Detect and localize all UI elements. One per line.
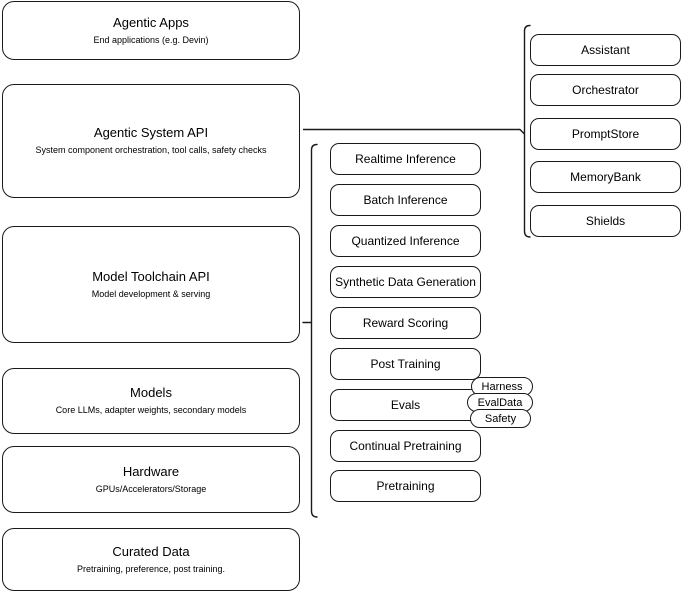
- toolchain-evals[interactable]: Evals: [330, 389, 481, 421]
- toolchain-reward-scoring[interactable]: Reward Scoring: [330, 307, 481, 339]
- toolchain-label: Batch Inference: [363, 193, 448, 207]
- layer-title: Curated Data: [112, 543, 190, 559]
- layer-title: Agentic Apps: [113, 14, 189, 30]
- toolchain-batch-inference[interactable]: Batch Inference: [330, 184, 481, 216]
- layer-hardware[interactable]: Hardware GPUs/Accelerators/Storage: [2, 446, 300, 513]
- toolchain-realtime-inference[interactable]: Realtime Inference: [330, 143, 481, 175]
- eval-pill-label: Harness: [481, 380, 523, 393]
- eval-pill-label: Safety: [484, 412, 517, 425]
- eval-pill-evaldata[interactable]: EvalData: [467, 393, 533, 412]
- toolchain-label: Continual Pretraining: [349, 439, 462, 453]
- layer-curated-data[interactable]: Curated Data Pretraining, preference, po…: [2, 528, 300, 591]
- toolchain-quantized-inference[interactable]: Quantized Inference: [330, 225, 481, 257]
- toolchain-continual-pretraining[interactable]: Continual Pretraining: [330, 430, 481, 462]
- eval-pill-safety[interactable]: Safety: [470, 409, 531, 428]
- toolchain-pretraining[interactable]: Pretraining: [330, 470, 481, 502]
- toolchain-synthetic-data-generation[interactable]: Synthetic Data Generation: [330, 266, 481, 298]
- agentic-label: PromptStore: [571, 127, 640, 141]
- agentic-assistant[interactable]: Assistant: [530, 34, 681, 66]
- agentic-orchestrator[interactable]: Orchestrator: [530, 74, 681, 106]
- layer-model-toolchain-api[interactable]: Model Toolchain API Model development & …: [2, 226, 300, 343]
- layer-title: Agentic System API: [93, 125, 209, 140]
- layer-title: Hardware: [122, 463, 180, 479]
- toolchain-label: Pretraining: [376, 479, 435, 493]
- agentic-memorybank[interactable]: MemoryBank: [530, 161, 681, 193]
- eval-pill-harness[interactable]: Harness: [471, 377, 533, 396]
- toolchain-label: Synthetic Data Generation: [335, 275, 476, 289]
- layer-title: Model Toolchain API: [92, 268, 210, 284]
- agentic-label: Shields: [585, 214, 626, 228]
- layer-subtitle: GPUs/Accelerators/Storage: [95, 483, 207, 494]
- agentic-shields[interactable]: Shields: [530, 205, 681, 237]
- toolchain-label: Evals: [390, 398, 421, 412]
- layer-agentic-system-api[interactable]: Agentic System API System component orch…: [2, 84, 300, 198]
- agentic-label: MemoryBank: [570, 170, 641, 184]
- agentic-label: Assistant: [581, 43, 630, 57]
- toolchain-label: Reward Scoring: [362, 316, 449, 330]
- layer-subtitle: System component orchestration, tool cal…: [35, 145, 267, 155]
- layer-agentic-apps[interactable]: Agentic Apps End applications (e.g. Devi…: [2, 1, 300, 60]
- layer-title: Models: [130, 385, 172, 400]
- layer-subtitle: End applications (e.g. Devin): [93, 34, 209, 45]
- agentic-label: Orchestrator: [572, 83, 639, 97]
- toolchain-label: Quantized Inference: [351, 234, 460, 248]
- toolchain-label: Post Training: [370, 357, 441, 371]
- toolchain-post-training[interactable]: Post Training: [330, 348, 481, 380]
- layer-models[interactable]: Models Core LLMs, adapter weights, secon…: [2, 368, 300, 434]
- layer-subtitle: Model development & serving: [91, 288, 211, 299]
- layer-subtitle: Core LLMs, adapter weights, secondary mo…: [55, 405, 247, 415]
- eval-pill-label: EvalData: [477, 396, 523, 409]
- agentic-promptstore[interactable]: PromptStore: [530, 118, 681, 150]
- toolchain-label: Realtime Inference: [355, 152, 456, 166]
- layer-subtitle: Pretraining, preference, post training.: [76, 563, 226, 574]
